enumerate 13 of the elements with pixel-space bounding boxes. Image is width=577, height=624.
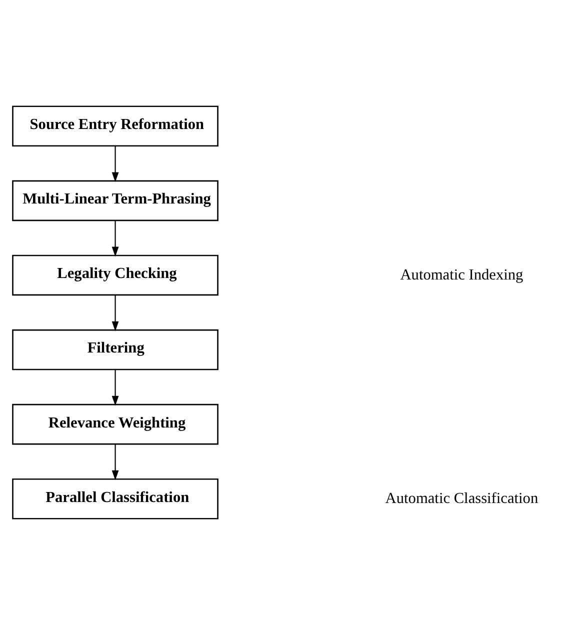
node-box: Source Entry Reformation [12,105,218,146]
node-box: Multi-Linear Term-Phrasing [12,180,218,221]
arrow [112,369,119,406]
arrow [112,294,119,331]
node-box: Filtering [12,328,218,370]
node-box: Legality Checking [12,254,218,296]
node-box: Parallel Classification [12,478,218,519]
arrow [112,146,119,182]
label: Automatic Classification [385,489,538,506]
arrow [112,220,119,256]
label: Automatic Indexing [400,266,524,283]
node-box: Relevance Weighting [12,403,218,444]
arrow [112,444,119,480]
